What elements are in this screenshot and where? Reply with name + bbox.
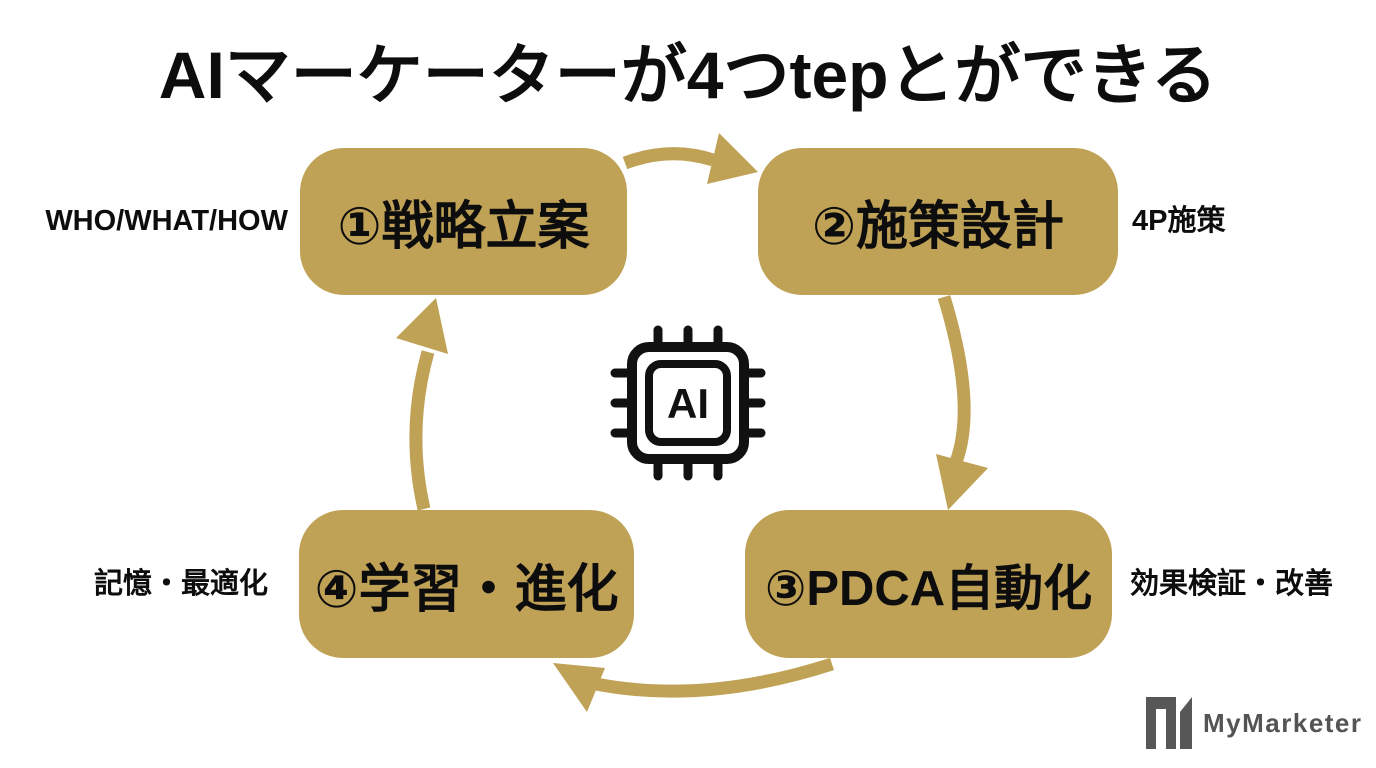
step-3-label: ③PDCA自動化 bbox=[764, 561, 1093, 616]
step-box-strategy: ①戦略立案 bbox=[300, 148, 627, 295]
slide-title: AIマーケーターが4つtepとができる bbox=[158, 38, 1218, 112]
step-2-label: ②施策設計 bbox=[811, 198, 1065, 256]
ai-chip-label: AI bbox=[667, 380, 709, 427]
arrow-step1-to-step2 bbox=[622, 133, 758, 184]
mymarketer-logo: MyMarketer bbox=[1146, 696, 1363, 750]
step-1-side-note: WHO/WHAT/HOW bbox=[45, 205, 288, 237]
step-2-side-note: 4P施策 bbox=[1132, 205, 1226, 237]
mymarketer-logo-text: MyMarketer bbox=[1203, 707, 1363, 738]
step-box-pdca-automation: ③PDCA自動化 bbox=[745, 510, 1112, 658]
step-3-side-note: 効果検証・改善 bbox=[1130, 568, 1334, 600]
step-box-learning-evolution: ④学習・進化 bbox=[299, 510, 634, 658]
step-4-side-note: 記憶・最適化 bbox=[93, 568, 268, 600]
ai-chip-icon: AI bbox=[610, 325, 766, 481]
arrow-step3-to-step4 bbox=[553, 657, 834, 712]
step-1-label: ①戦略立案 bbox=[337, 198, 590, 256]
step-4-label: ④学習・進化 bbox=[314, 560, 619, 619]
mymarketer-logo-icon bbox=[1146, 697, 1192, 749]
step-box-measure-design: ②施策設計 bbox=[758, 148, 1118, 295]
arrow-step2-to-step3 bbox=[936, 295, 988, 510]
arrow-step4-to-step1 bbox=[396, 298, 448, 511]
